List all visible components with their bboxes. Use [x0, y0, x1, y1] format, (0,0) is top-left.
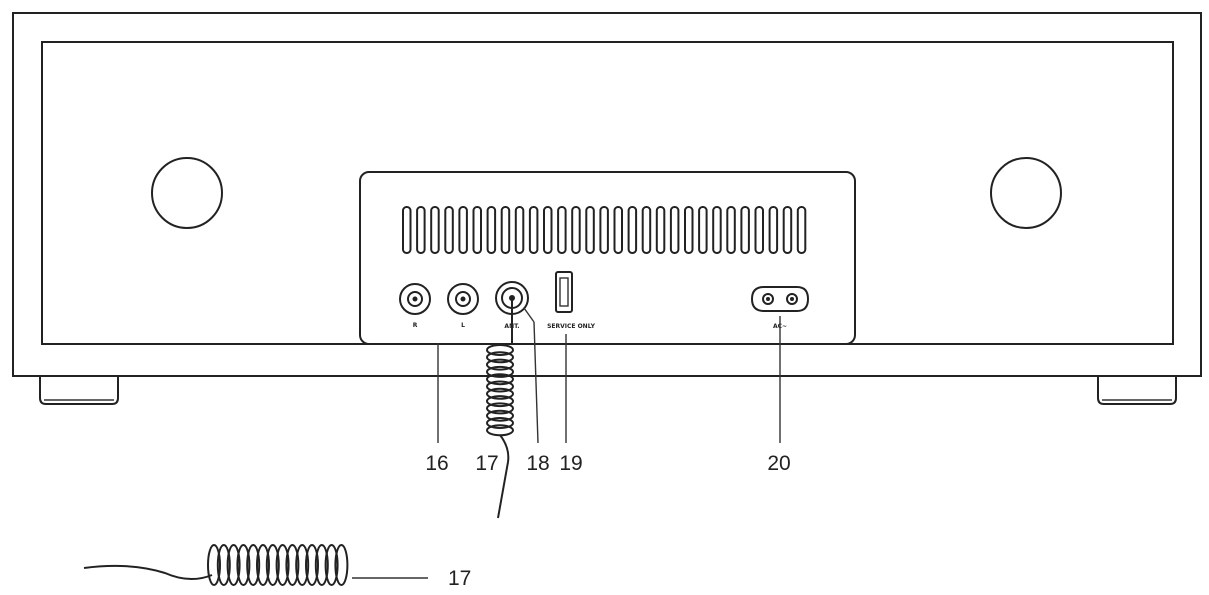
vent-slot: [444, 206, 454, 254]
cabinet-inner-frame: [41, 41, 1174, 345]
coil-turn: [246, 544, 261, 586]
coil-turn: [486, 424, 514, 437]
rca-right-jack: [399, 283, 431, 315]
coil-turn: [324, 544, 339, 586]
vent-slot: [528, 206, 539, 254]
vent-slot: [458, 206, 468, 254]
leader-18b: [533, 321, 539, 444]
vent-slot: [684, 206, 694, 254]
rca-right-label: R: [413, 322, 418, 329]
vent-slot: [613, 206, 623, 254]
vent-slot: [627, 206, 638, 254]
vent-slot: [472, 206, 482, 254]
coil-turn: [285, 544, 300, 586]
usb-service-port: [555, 271, 573, 313]
vent-slot: [416, 206, 426, 254]
callout-20: 20: [767, 452, 790, 475]
vent-slot: [655, 206, 666, 254]
callout-17: 17: [475, 452, 498, 475]
coil-turn: [486, 351, 514, 364]
coil-turn: [486, 409, 514, 422]
vent-slot: [557, 206, 567, 254]
coil-turn: [256, 544, 270, 586]
vent-slot: [669, 206, 680, 254]
vent-slot: [712, 206, 722, 254]
coil-turn: [265, 544, 280, 586]
foot-right: [1097, 376, 1177, 405]
coil-turn: [275, 544, 290, 586]
coil-turn: [486, 344, 514, 356]
coil-turn: [486, 373, 514, 386]
callout-19: 19: [559, 452, 582, 475]
coil-turn: [295, 544, 310, 586]
right-port-circle: [990, 157, 1062, 229]
coil-turn: [486, 417, 514, 429]
vent-slot: [796, 206, 807, 254]
coil-turn: [314, 544, 329, 586]
leader-18: [523, 307, 535, 323]
vent-slot: [571, 206, 581, 254]
ventilation-slots: [402, 206, 807, 254]
ac-power-inlet: [750, 286, 810, 312]
vent-slot: [641, 206, 652, 254]
cabinet-outer: [12, 12, 1202, 377]
foot-left: [39, 376, 119, 405]
vent-slot: [698, 206, 708, 254]
coil-turn: [226, 544, 241, 586]
vent-slot: [514, 206, 525, 254]
coil-turn: [305, 544, 319, 586]
left-port-circle: [151, 157, 223, 229]
vent-slot: [543, 206, 553, 254]
vent-slot: [430, 206, 440, 254]
callout-18: 18: [526, 452, 549, 475]
vent-slot: [585, 206, 595, 254]
antenna-tail-vertical: [497, 434, 510, 519]
antenna-wire-horizontal: [83, 564, 213, 580]
coil-turn: [207, 544, 221, 586]
vent-slot: [599, 206, 609, 254]
vent-slot: [754, 206, 764, 254]
vent-slot: [726, 206, 736, 254]
antenna-coil-horizontal: [207, 544, 349, 586]
rca-left-jack: [447, 283, 479, 315]
coil-turn: [486, 380, 514, 393]
vent-slot: [486, 206, 497, 254]
callout-17-antenna: 17: [448, 567, 471, 590]
vent-slot: [740, 206, 750, 254]
service-only-label: SERVICE ONLY: [547, 323, 596, 330]
vent-slot: [402, 206, 412, 254]
coil-turn: [236, 544, 251, 586]
rca-left-label: L: [461, 322, 465, 329]
connector-panel: [359, 171, 856, 345]
coil-turn: [486, 395, 514, 408]
coil-turn: [334, 544, 349, 586]
antenna-coil-vertical: [486, 344, 514, 437]
coil-turn: [486, 387, 514, 400]
coil-turn: [486, 358, 514, 371]
vent-slot: [768, 206, 779, 254]
vent-slot: [500, 206, 511, 254]
callout-16: 16: [425, 452, 448, 475]
vent-slot: [782, 206, 793, 254]
coil-turn: [486, 402, 514, 415]
coil-turn: [486, 365, 514, 378]
coil-turn: [216, 544, 231, 586]
